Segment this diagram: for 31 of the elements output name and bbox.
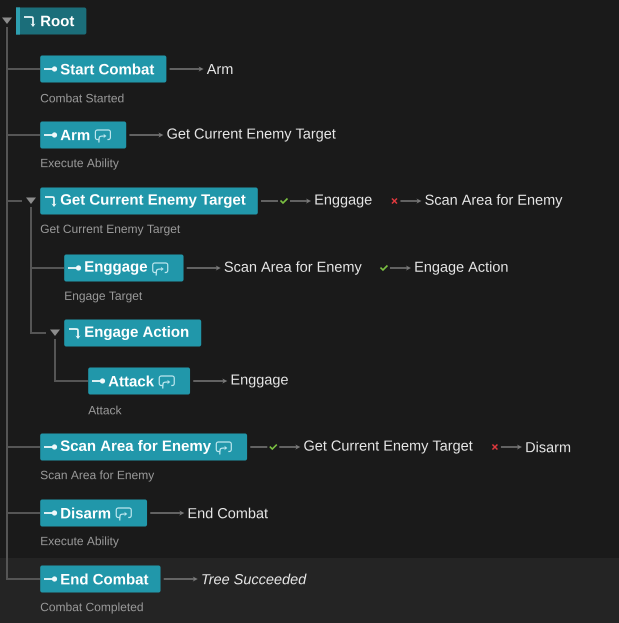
node-label: Scan Area for Enemy (40, 470, 154, 482)
node-box: Arm (40, 122, 126, 148)
target-text: Engage Action (415, 261, 508, 275)
node-label: Combat Completed (40, 602, 143, 614)
node-label: Combat Started (40, 94, 124, 102)
node-label: Get Current Enemy Target (40, 224, 180, 236)
target-text: Tree Succeeded (202, 574, 307, 584)
target-text: End Combat (188, 508, 268, 518)
target-text: Enggage (232, 374, 288, 388)
node-box: Engage Action (64, 320, 202, 346)
target-text: Disarm (526, 442, 570, 452)
node-box: Start Combat (40, 56, 166, 82)
node-label: Engage Target (65, 292, 142, 302)
node-label: Execute Ability (41, 158, 119, 170)
target-text: Arm (206, 64, 232, 74)
tree-line (30, 207, 46, 334)
target-text: Scan Area for Enemy (425, 194, 562, 208)
node-label: Attack (88, 406, 122, 414)
node-box: Enggage (64, 254, 184, 282)
tree-line (54, 339, 88, 382)
target-text: Enggage (315, 194, 372, 208)
root-box: Root (16, 7, 86, 35)
node-box: Attack (88, 368, 190, 394)
target-text: Get Current Enemy Target (304, 440, 473, 454)
node-label: Execute Ability (41, 536, 119, 548)
node-box: Scan Area for Enemy (40, 434, 248, 460)
node-box: Get Current Enemy Target (40, 188, 258, 214)
target-text: Scan Area for Enemy (224, 261, 362, 275)
node-box: End Combat (40, 566, 161, 592)
target-text: Get Current Enemy Target (167, 128, 336, 142)
node-box: Disarm (40, 500, 148, 526)
